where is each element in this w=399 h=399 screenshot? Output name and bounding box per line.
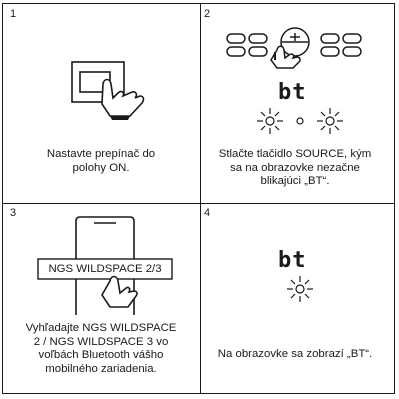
instruction-grid [2, 3, 395, 394]
step-number-2: 2 [204, 8, 211, 20]
light-indicator-icon [287, 276, 313, 302]
blink-indicator-icon [257, 108, 343, 134]
step-number-3: 3 [10, 207, 17, 219]
step-number-4: 4 [204, 207, 211, 219]
step-3-caption: Vyhľadajte NGS WILDSPACE 2 / NGS WILDSPA… [25, 322, 177, 375]
source-button-illustration [226, 27, 362, 69]
power-switch-illustration [71, 61, 145, 120]
grid-divider-horizontal [3, 203, 394, 204]
step-1-caption: Nastavte prepínač do polohy ON. [46, 148, 156, 174]
display-bt-blinking: bt [278, 80, 307, 105]
step-4-caption: Na obrazovke sa zobrazí „BT“. [217, 348, 373, 360]
bluetooth-device-name: NGS WILDSPACE 2/3 [48, 263, 162, 275]
display-bt: bt [278, 248, 307, 273]
step-number-1: 1 [10, 8, 17, 20]
step-2-caption: Stlačte tlačidlo SOURCE, kým sa na obraz… [218, 148, 372, 188]
phone-bluetooth-illustration [37, 216, 173, 315]
grid-divider-vertical [200, 4, 201, 393]
